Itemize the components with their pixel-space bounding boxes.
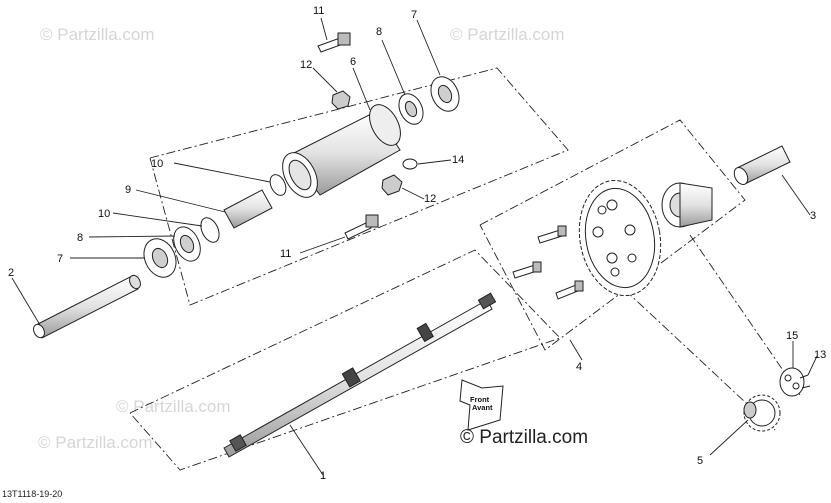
dashed-assembly-outline-upper [149,67,569,306]
dashed-assembly-outline-sprocket [479,119,746,351]
watermark-text: © Partzilla.com [450,25,565,44]
part-15-plate [779,367,805,397]
callout-15: 15 [786,330,798,342]
callout-13: 13 [814,349,826,361]
part-4-hub [661,182,713,228]
part-13-screws [799,374,811,389]
diagram-code: 13T1118-19-20 [2,489,62,499]
part-8-bearing-lower [173,226,201,262]
callout-12-lower: 12 [424,193,436,205]
callout-2: 2 [8,267,14,279]
partzilla-brand: © Partzilla.com [460,427,588,448]
watermark-text: © Partzilla.com [38,433,153,452]
part-12-nut-lower [381,174,403,196]
part-6-housing [282,104,401,198]
callout-10-lower: 10 [98,208,110,220]
callout-1: 1 [320,470,326,482]
part-4-sprocket [578,179,662,297]
dashed-assembly-outline-lower [129,249,561,471]
callout-11-upper: 11 [313,5,324,17]
watermark-text: © Partzilla.com [116,397,231,416]
callout-6: 6 [350,56,356,68]
part-3-pin [733,145,791,185]
front-avant-arrow-icon: Front Avant [459,379,504,431]
callout-10-upper: 10 [151,158,163,170]
front-label: Front [470,395,490,404]
part-1-shaft [223,292,497,458]
part-4-bolts [512,225,584,300]
part-11-bolt-lower [344,214,379,240]
part-12-nut-upper [331,90,351,110]
part-7-bearing-upper [430,76,460,112]
part-10-ring-upper [269,174,287,196]
callout-9: 9 [125,184,131,196]
callout-8-lower: 8 [77,232,83,244]
part-5-small-sprocket [743,394,781,432]
callout-5: 5 [697,455,703,467]
callout-4: 4 [576,361,582,373]
leader-lines [11,17,818,476]
part-8-bearing-upper [398,93,424,125]
callout-3: 3 [810,210,816,222]
part-2-tube [33,274,141,339]
part-9-spacer [223,189,273,229]
part-14-washer [402,158,418,170]
part-7-bearing-lower [143,238,177,278]
part-11-bolt-upper [317,32,351,53]
avant-label: Avant [472,403,493,412]
callout-8-upper: 8 [376,26,382,38]
callout-7-upper: 7 [411,9,417,21]
callout-11-lower: 11 [280,248,291,260]
callout-7-lower: 7 [57,253,63,265]
watermark-text: © Partzilla.com [40,25,155,44]
part-10-ring-lower [200,217,220,243]
dashed-connection-line [689,234,801,396]
callout-14: 14 [452,154,464,166]
callout-12-upper: 12 [300,59,312,71]
